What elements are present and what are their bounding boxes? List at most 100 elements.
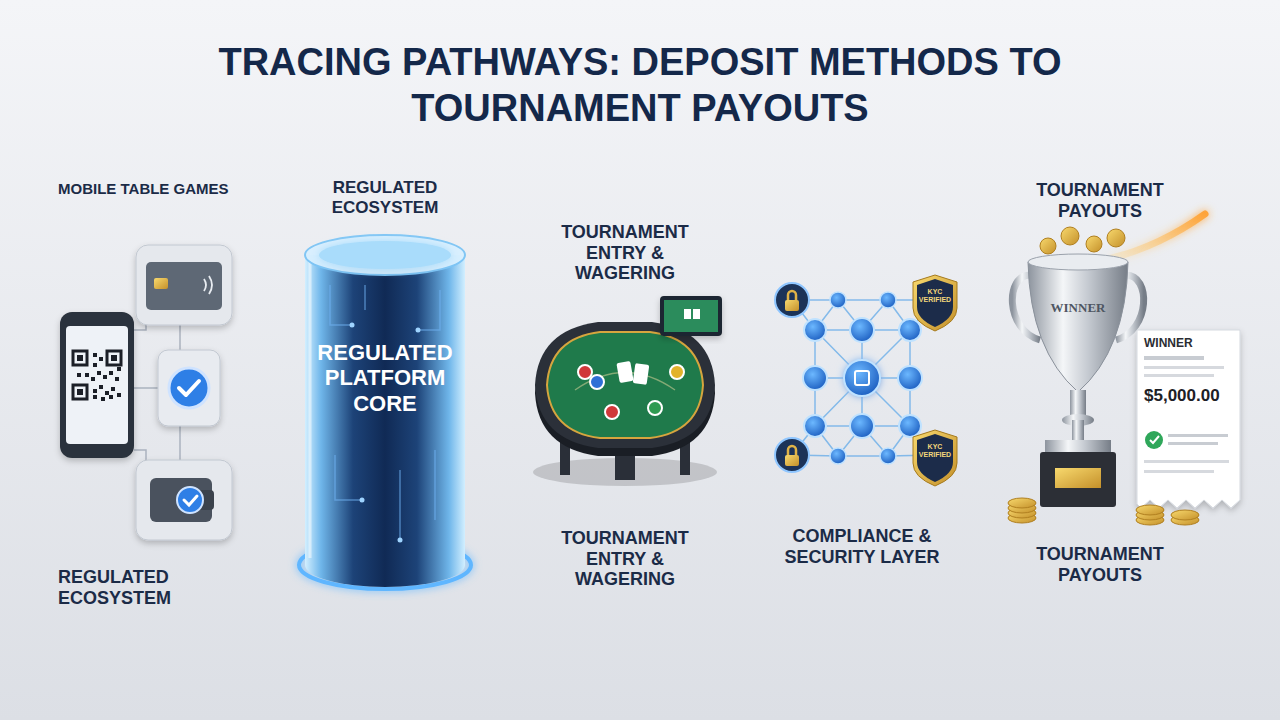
deposit-icons: [136, 460, 232, 540]
deposit-icons: [73, 351, 87, 365]
security-network: [788, 446, 796, 455]
deposit-icons: [91, 377, 95, 381]
deposit-icons: [99, 385, 103, 389]
deposit-icons: [77, 353, 121, 401]
trophy: [1136, 505, 1164, 515]
trophy: [1072, 420, 1084, 440]
node-body: TOURNAMENT PAYOUTS: [1015, 544, 1185, 585]
trophy: [1107, 229, 1125, 247]
tournament-table: TOURNAMENT ENTRY & WAGERING TOURNAMENT EN…: [525, 218, 725, 603]
platform-cylinder: [305, 235, 465, 275]
security-network: [855, 371, 869, 385]
trophy: [1040, 452, 1116, 507]
deposit-icons: [85, 373, 89, 377]
deposit-icons: [169, 368, 209, 408]
deposit-icons: [93, 363, 97, 367]
security-network: [898, 366, 922, 390]
deposit-icons: [107, 351, 121, 365]
platform-core-cylinder: REGULATED ECOSYSTEMREGULATED PLATFORM CO…: [295, 172, 475, 597]
deposit-icons: [109, 371, 113, 375]
deposit-icons: [150, 478, 212, 522]
deposit-icons: [105, 391, 109, 395]
security-network: [899, 415, 921, 437]
security-network: [917, 434, 953, 482]
platform-cylinder: [309, 262, 312, 558]
trophy: [1028, 262, 1128, 392]
deposit-icons: [177, 487, 203, 513]
kyc-badge-label: KYC VERIFIED: [917, 288, 953, 304]
poker-table: [633, 363, 650, 385]
deposit-icons: [111, 355, 117, 361]
poker-table: [535, 330, 715, 456]
trophy: [1008, 498, 1036, 508]
security-network: [775, 438, 809, 472]
deposit-icons: [117, 393, 121, 397]
security-network: [850, 414, 874, 438]
deposit-icons: [115, 377, 119, 381]
deposit-icons: [136, 245, 232, 325]
poker-table: [648, 401, 662, 415]
poker-table: [660, 296, 722, 336]
payout-receipt: [1168, 442, 1218, 445]
security-network: [830, 292, 846, 308]
trophy-engraving: WINNER: [1043, 300, 1113, 316]
kyc-badge-label: KYC VERIFIED: [917, 443, 953, 459]
poker-table: [670, 365, 684, 379]
platform-cylinder: [319, 241, 451, 269]
deposit-icons: [158, 350, 220, 426]
poker-table: [664, 300, 718, 332]
node-heading: MOBILE TABLE GAMES: [58, 180, 245, 197]
diagram-title: TRACING PATHWAYS: DEPOSIT METHODS TO TOU…: [120, 40, 1160, 131]
trophy: [1171, 510, 1199, 520]
deposit-icons: [97, 371, 101, 375]
security-network: [844, 360, 880, 396]
node-heading: TOURNAMENT PAYOUTS: [1015, 180, 1185, 221]
platform-cylinder: [350, 323, 355, 328]
receipt-heading: WINNER: [1144, 336, 1236, 350]
deposit-icons: [179, 381, 199, 395]
security-network: [775, 275, 957, 486]
poker-table: [590, 375, 604, 389]
flow-arrow: [952, 374, 985, 387]
deposit-icons: [146, 262, 222, 310]
deposit-icons: [101, 397, 105, 401]
poker-table: [578, 365, 592, 379]
deposit-icons: [109, 395, 113, 399]
platform-cylinder: [299, 235, 471, 589]
trophy: [1055, 468, 1101, 488]
deposit-icons: [60, 245, 232, 540]
payout-receipt: [1144, 366, 1224, 369]
platform-cylinder: [360, 498, 365, 503]
node-heading: TOURNAMENT ENTRY & WAGERING: [545, 222, 705, 284]
node-heading: REGULATED ECOSYSTEM: [310, 178, 460, 217]
payout-receipt: [1144, 460, 1229, 463]
poker-table: [616, 361, 633, 383]
trophy: [1028, 254, 1128, 270]
payout-amount: $5,000.00: [1144, 386, 1238, 406]
deposit-icons: [60, 312, 134, 458]
deposit-icons: [99, 357, 103, 361]
payout-trophy: TOURNAMENT PAYOUTS TOURNAMENT PAYOUTS: [1005, 172, 1245, 597]
security-network: [913, 430, 957, 486]
deposit-icons: [103, 375, 107, 379]
platform-cylinder: [305, 255, 465, 587]
flow-arrow: [245, 374, 275, 387]
deposit-icons: [93, 395, 97, 399]
payout-receipt: [1144, 374, 1214, 377]
deposit-icons: [184, 496, 197, 505]
poker-table: [533, 296, 722, 486]
deposit-icons: [111, 387, 115, 391]
security-network: [803, 366, 827, 390]
payout-receipt: [1168, 434, 1228, 437]
payout-receipt: [1150, 436, 1159, 443]
deposit-icons: [204, 276, 212, 294]
trophy: [1045, 440, 1111, 452]
platform-cylinder: [416, 328, 421, 333]
node-heading: COMPLIANCE & SECURITY LAYER: [777, 526, 947, 567]
security-network: [785, 455, 799, 466]
node-body: TOURNAMENT ENTRY & WAGERING: [545, 528, 705, 590]
security-network: [792, 300, 935, 456]
security-network: [899, 319, 921, 341]
